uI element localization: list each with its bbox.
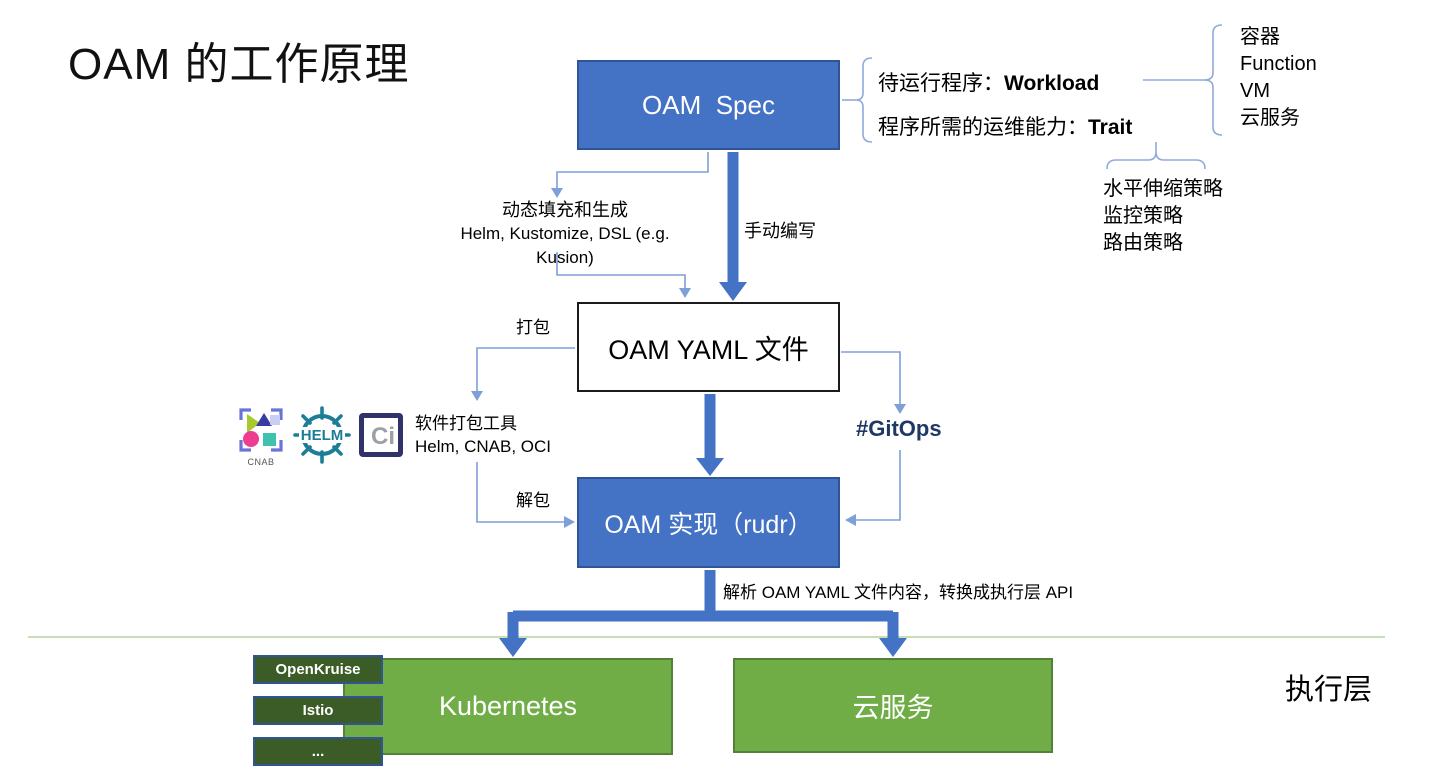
trait-term: Trait <box>1088 116 1133 139</box>
trait-prefix: 程序所需的运维能力： <box>878 116 1088 139</box>
cnab-logo: CNAB <box>237 406 285 467</box>
cnab-caption: CNAB <box>247 457 275 467</box>
plugin-more: ... <box>253 737 383 766</box>
plugin-openkruise: OpenKruise <box>253 655 383 684</box>
pack-tools-label: 软件打包工具 Helm, CNAB, OCI <box>415 412 551 458</box>
trait-annotation: 程序所需的运维能力：Trait <box>878 111 1132 141</box>
braces <box>842 24 1223 170</box>
node-cloud-service: 云服务 <box>733 658 1053 753</box>
trait-examples-list: 水平伸缩策略 监控策略 路由策略 <box>1103 176 1223 257</box>
helm-icon: HELM <box>293 406 351 464</box>
pack-label: 打包 <box>516 318 550 337</box>
plugin-istio: Istio <box>253 696 383 725</box>
workload-type: 容器 <box>1240 26 1280 48</box>
svg-text:Ci: Ci <box>371 423 395 450</box>
workload-term: Workload <box>1004 72 1100 95</box>
parse-label: 解析 OAM YAML 文件内容，转换成执行层 API <box>723 583 1074 602</box>
trait-example: 监控策略 <box>1103 205 1183 227</box>
generate-label: 动态填充和生成 Helm, Kustomize, DSL (e.g. Kusio… <box>430 198 700 270</box>
layer-separator-line <box>28 636 1385 638</box>
trait-example: 路由策略 <box>1103 232 1183 254</box>
workload-prefix: 待运行程序： <box>878 72 1004 95</box>
node-kubernetes: Kubernetes <box>343 658 673 755</box>
page-title: OAM 的工作原理 <box>68 40 410 89</box>
execution-layer-label: 执行层 <box>1285 674 1373 706</box>
cnab-icon <box>239 408 283 452</box>
pack-tools-list: Helm, CNAB, OCI <box>415 437 552 456</box>
manual-write-label: 手动编写 <box>744 221 816 241</box>
svg-text:HELM: HELM <box>301 427 344 444</box>
node-oam-spec: OAM Spec <box>577 60 840 150</box>
oci-icon: Ci <box>359 413 403 457</box>
workload-type: VM <box>1240 80 1270 102</box>
generate-title: 动态填充和生成 <box>502 200 628 220</box>
unpack-label: 解包 <box>516 491 550 510</box>
packaging-icons-row: CNAB HELM Ci <box>237 406 403 467</box>
workload-type: 云服务 <box>1240 107 1300 129</box>
trait-example: 水平伸缩策略 <box>1103 178 1223 200</box>
gitops-label: #GitOps <box>856 416 942 441</box>
workload-annotation: 待运行程序：Workload <box>878 67 1099 97</box>
generate-tools: Helm, Kustomize, DSL (e.g. Kusion) <box>460 224 670 267</box>
workload-types-list: 容器 Function VM 云服务 <box>1240 24 1317 132</box>
node-oam-yaml: OAM YAML 文件 <box>577 302 840 392</box>
pack-tools-title: 软件打包工具 <box>415 414 517 433</box>
workload-type: Function <box>1240 53 1317 75</box>
node-oam-impl: OAM 实现（rudr） <box>577 477 840 568</box>
